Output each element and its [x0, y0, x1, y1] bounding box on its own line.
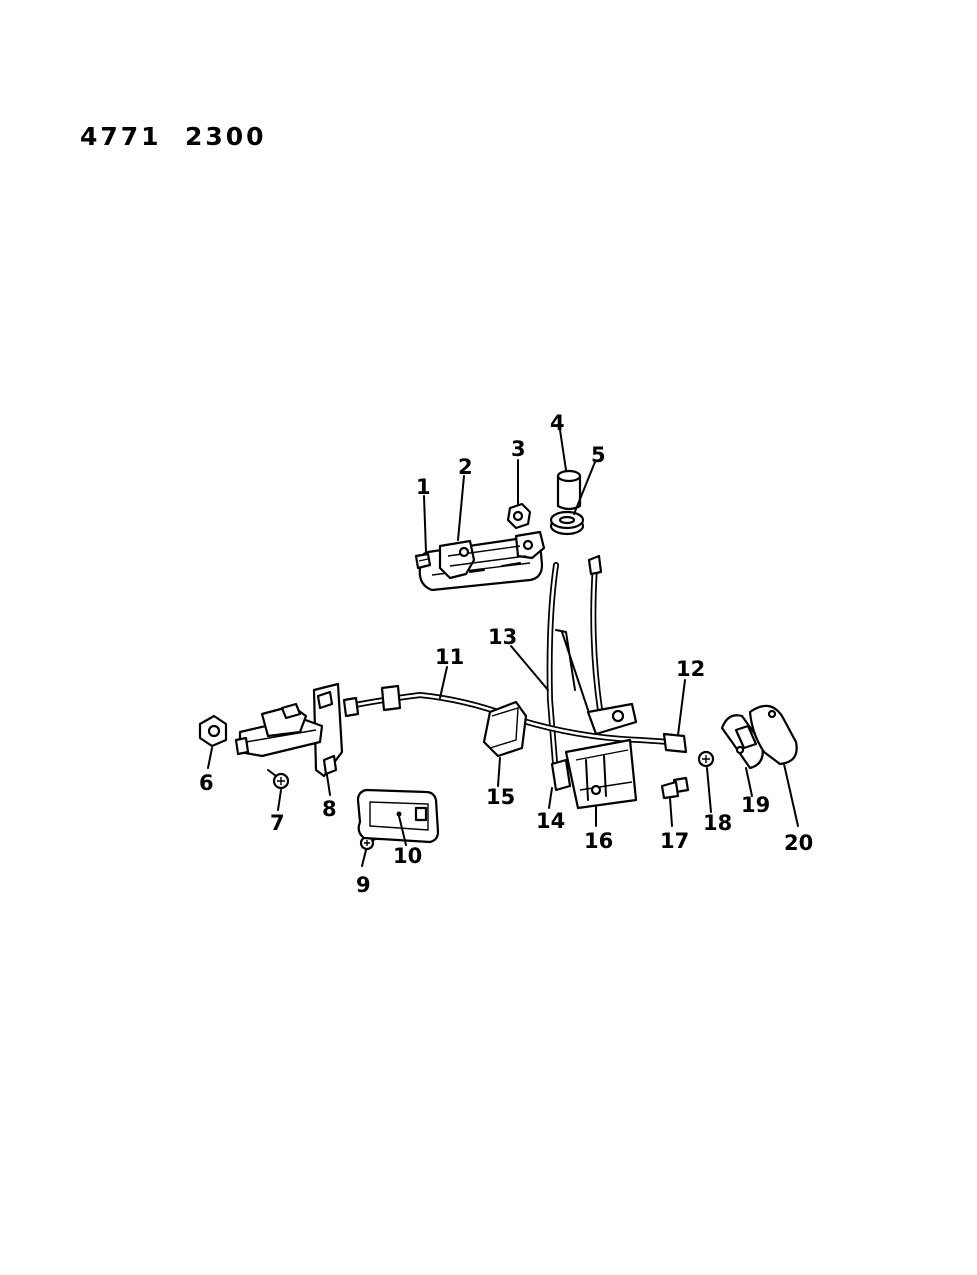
- page-code: 4771 2300: [80, 122, 267, 151]
- callout-8: 8: [322, 797, 337, 821]
- callout-15: 15: [486, 785, 515, 809]
- handle-screw-1: [414, 552, 432, 570]
- callout-13: 13: [488, 625, 517, 649]
- callout-14: 14: [536, 809, 565, 833]
- callout-18: 18: [703, 811, 732, 835]
- callout-11: 11: [435, 645, 464, 669]
- control-rods: [546, 554, 603, 778]
- shim-20: [748, 704, 798, 766]
- callout-2: 2: [458, 455, 473, 479]
- screw-18: [697, 750, 715, 768]
- callout-19: 19: [741, 793, 770, 817]
- bolt-17: [660, 776, 690, 800]
- clip-6: [198, 714, 228, 748]
- callout-7: 7: [270, 811, 285, 835]
- callout-16: 16: [584, 829, 613, 853]
- leader-lines: [207, 429, 799, 867]
- callout-5: 5: [591, 443, 606, 467]
- callout-17: 17: [660, 829, 689, 853]
- lock-knob-4: [556, 469, 582, 511]
- callout-3: 3: [511, 437, 526, 461]
- remote-cable-11: [342, 684, 688, 754]
- callout-labels: 1 2 3 4 5 6 7 8 9 10 11 12 13 14 15 16 1…: [199, 411, 813, 897]
- callout-1: 1: [416, 475, 431, 499]
- callout-20: 20: [784, 831, 813, 855]
- grommet-5: [549, 510, 585, 536]
- inside-handle-8: [234, 682, 344, 778]
- outside-door-handle: [418, 530, 546, 592]
- callout-12: 12: [676, 657, 705, 681]
- door-lock-assembly-16: [550, 702, 638, 810]
- nut-3: [506, 502, 532, 530]
- screw-7: [267, 769, 290, 790]
- callout-6: 6: [199, 771, 214, 795]
- callout-9: 9: [356, 873, 371, 897]
- callout-10: 10: [393, 844, 422, 868]
- lock-protector-15: [482, 700, 528, 758]
- callout-4: 4: [550, 411, 565, 435]
